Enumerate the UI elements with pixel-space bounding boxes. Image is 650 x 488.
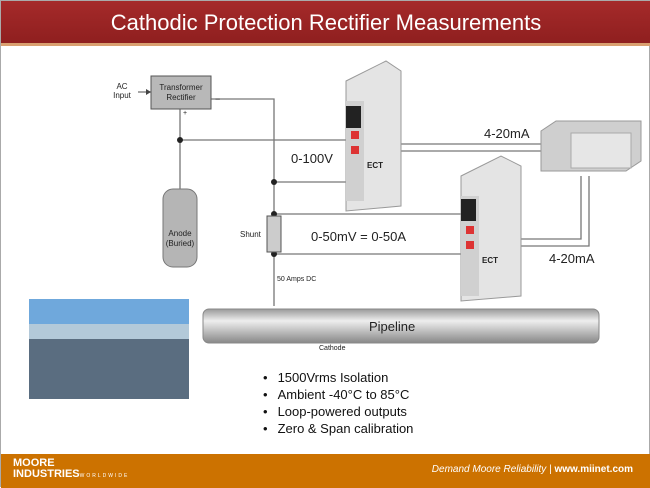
amps-label: 50 Amps DC [277, 276, 317, 283]
pipeline-label: Pipeline [369, 319, 416, 334]
output1-label: 4-20mA [484, 126, 530, 141]
signal-conditioner-2 [460, 155, 522, 302]
feature-item: Zero & Span calibration [263, 420, 414, 437]
device2-label: ECT [482, 256, 498, 265]
shunt-label: Shunt [240, 230, 261, 239]
voltage-range-label: 0-100V [291, 151, 333, 166]
signal-conditioner-1 [345, 60, 402, 212]
feature-item: Ambient -40°C to 85°C [263, 386, 413, 403]
slide-title: Cathodic Protection Rectifier Measuremen… [110, 10, 542, 35]
feature-item: 1500Vrms Isolation [263, 369, 413, 386]
transformer-label: Transformer Rectifier [159, 83, 203, 102]
feature-item: Loop-powered outputs [263, 403, 413, 420]
output2-label: 4-20mA [549, 251, 595, 266]
anode-shape [162, 188, 198, 268]
website-link[interactable]: www.miinet.com [554, 464, 633, 475]
cathode-label: Cathode [319, 345, 346, 352]
pipeline-photo [29, 299, 189, 399]
pipeline [202, 308, 600, 344]
minus-label: − [215, 94, 221, 104]
title-bar: Cathodic Protection Rectifier Measuremen… [1, 1, 650, 46]
transformer-box [150, 75, 212, 110]
plus-label: + [183, 110, 188, 117]
device1-label: ECT [367, 161, 383, 170]
plc-device [540, 120, 642, 172]
millivolt-range-label: 0-50mV = 0-50A [311, 229, 407, 244]
footer-tagline: Demand Moore Reliability | www.miinet.co… [431, 464, 633, 475]
feature-list: 1500Vrms Isolation Ambient -40°C to 85°C… [263, 369, 414, 437]
ac-input-label: AC Input [113, 82, 131, 100]
shunt-resistor [266, 215, 282, 253]
anode-label: Anode (Buried) [165, 229, 195, 248]
